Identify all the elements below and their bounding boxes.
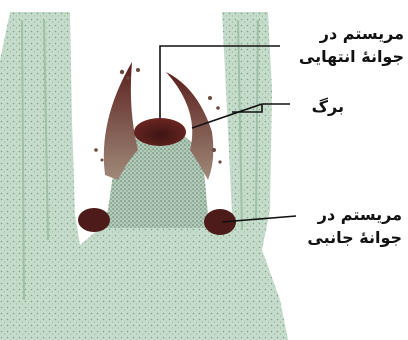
leaf-label: برگ bbox=[312, 95, 344, 118]
axillary-meristem-label-line2: جوانهٔ جانبی bbox=[307, 226, 402, 249]
axillary-meristem-label: مریستم در جوانهٔ جانبی bbox=[307, 203, 402, 249]
axillary-meristem-label-line1: مریستم در bbox=[307, 203, 402, 226]
apical-meristem bbox=[134, 118, 186, 146]
apical-meristem-label: مریستم در جوانهٔ انتهایی bbox=[299, 22, 404, 68]
apical-meristem-label-line2: جوانهٔ انتهایی bbox=[299, 45, 404, 68]
leaf-label-text: برگ bbox=[312, 95, 344, 118]
apical-meristem-label-line1: مریستم در bbox=[299, 22, 404, 45]
axillary-meristem-left bbox=[78, 208, 110, 232]
